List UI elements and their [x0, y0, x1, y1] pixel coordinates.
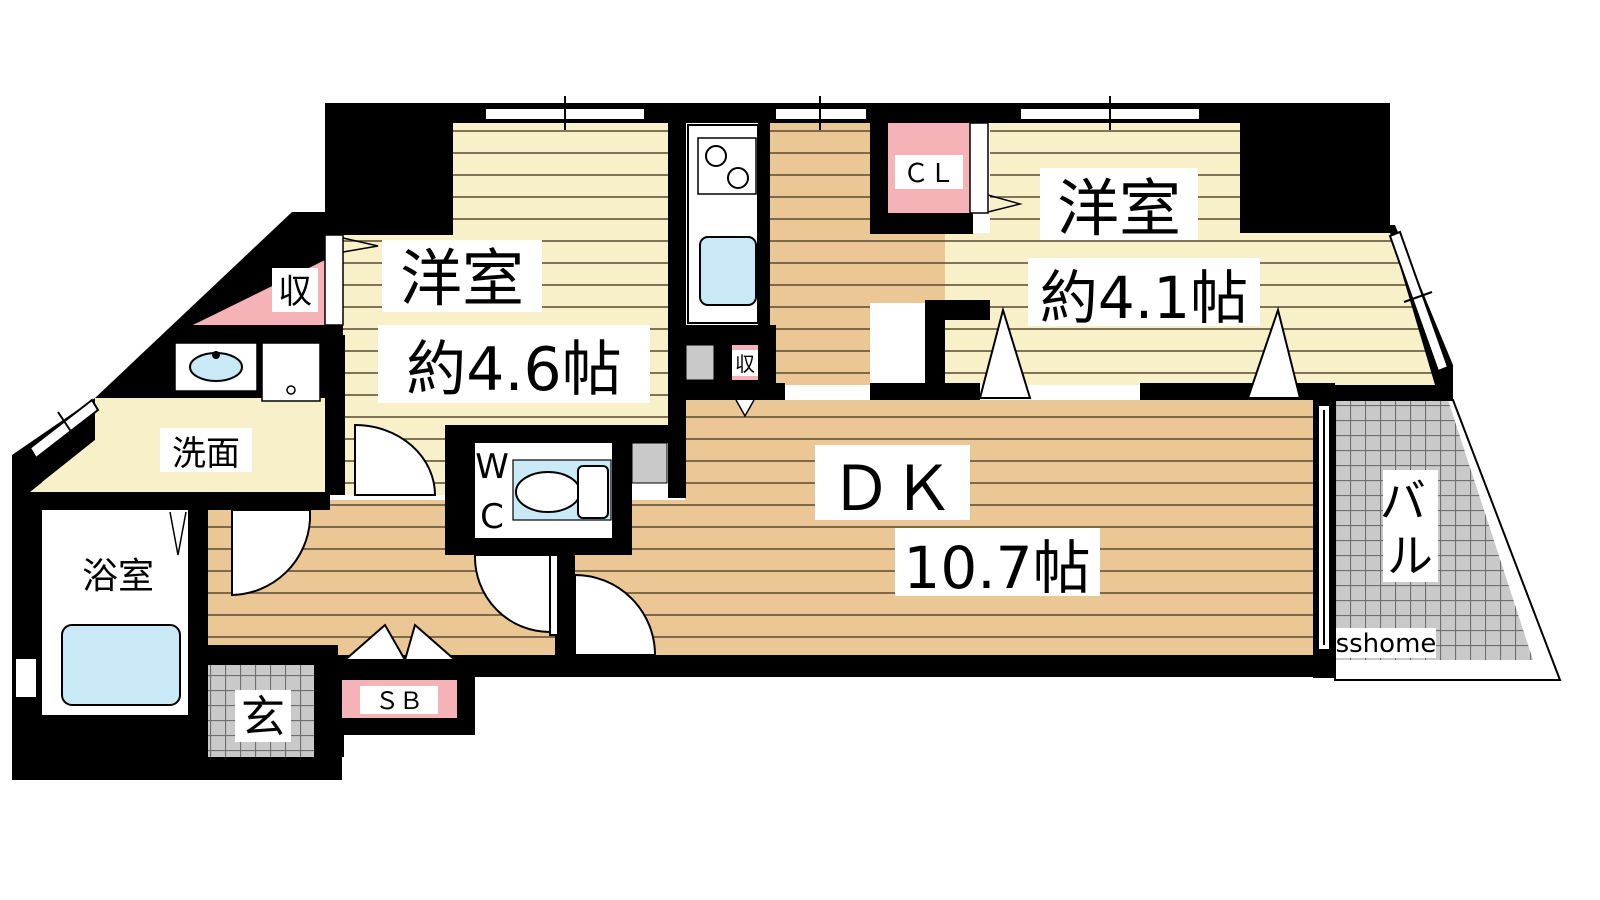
stove-burner-icon — [727, 167, 749, 189]
entrance-name: 玄 — [241, 692, 285, 743]
kitchen-storage-label: 収 — [735, 352, 755, 376]
dk-name: ＤＫ — [830, 452, 954, 525]
washroom-fixtures — [174, 342, 321, 402]
windows — [14, 96, 1450, 699]
toilet-label-c: C — [480, 497, 504, 537]
door-toilet — [473, 554, 551, 634]
bathtub-icon — [61, 624, 181, 706]
western-room-left-name: 洋室 — [400, 242, 524, 315]
door-western-left — [354, 423, 437, 496]
door-shoe-box — [342, 623, 458, 661]
western-room-right-size: 約4.1帖 — [1040, 264, 1248, 332]
kitchen-fixtures — [685, 124, 759, 418]
door-washroom — [231, 509, 311, 597]
toilet-icon — [515, 471, 581, 513]
balcony-name-line: ル — [1387, 529, 1433, 583]
toilet-label-w: W — [475, 447, 509, 487]
washroom-name: 洗面 — [172, 434, 240, 474]
closet-right-label: ＣＬ — [903, 159, 955, 189]
door-western-right-a — [978, 306, 1032, 399]
balcony-name-line: バ — [1380, 474, 1426, 528]
kitchen-floor — [770, 123, 870, 385]
western-room-right-name: 洋室 — [1057, 172, 1181, 245]
room-labels: 洋室 約4.6帖 洋室 約4.1帖 ＤＫ 10.7帖 洗面 浴室 玄 バ ル W… — [82, 155, 1441, 743]
watermark-text: sshome — [1336, 629, 1437, 659]
western-room-left-size: 約4.6帖 — [406, 335, 621, 405]
washing-machine-icon — [261, 342, 321, 402]
doors — [231, 306, 1331, 661]
balcony-name: バ ル — [1380, 474, 1441, 583]
bathroom-name: 浴室 — [82, 556, 154, 597]
door-western-right-b — [1246, 306, 1302, 399]
kitchen-sink-icon — [699, 236, 757, 306]
room-floors — [30, 123, 1562, 757]
dk-floor — [685, 400, 1313, 655]
door-dk — [574, 573, 657, 656]
toilet — [475, 442, 668, 538]
stove-burner-icon — [705, 145, 727, 167]
closet-left-label: 収 — [278, 272, 312, 312]
dk-size: 10.7帖 — [903, 534, 1090, 602]
shoe-box-label: ＳＢ — [375, 687, 423, 715]
